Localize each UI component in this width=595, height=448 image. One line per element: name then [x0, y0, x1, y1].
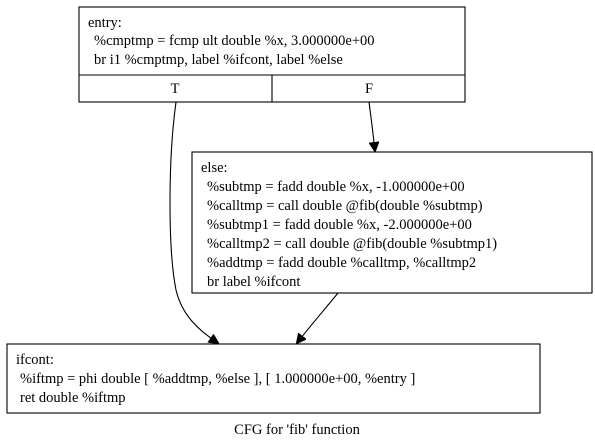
- else-node: else: %subtmp = fadd double %x, -1.00000…: [191, 151, 593, 294]
- entry-node-line-1: %cmptmp = fcmp ult double %x, 3.000000e+…: [94, 33, 375, 49]
- entry-port-false-label: F: [365, 81, 373, 97]
- entry-node-line-2: br i1 %cmptmp, label %ifcont, label %els…: [94, 52, 343, 68]
- edge-else-to-ifcont: [297, 292, 339, 343]
- entry-node-label: entry:: [88, 15, 122, 31]
- entry-port-true-label: T: [171, 81, 180, 97]
- else-node-line-3: %subtmp1 = fadd double %x, -2.000000e+00: [207, 217, 472, 233]
- else-node-box: [191, 151, 593, 294]
- else-node-line-5: %addtmp = fadd double %calltmp, %calltmp…: [207, 255, 476, 271]
- graph-caption: CFG for 'fib' function: [234, 422, 360, 438]
- else-node-label: else:: [201, 160, 228, 176]
- ifcont-node-label: ifcont:: [16, 352, 54, 368]
- entry-node: entry: %cmptmp = fcmp ult double %x, 3.0…: [78, 6, 466, 103]
- else-node-line-6: br label %ifcont: [207, 274, 300, 290]
- else-node-line-4: %calltmp2 = call double @fib(double %sub…: [207, 236, 497, 252]
- ifcont-node-box: [6, 343, 541, 414]
- edge-entry-true-to-ifcont: [169, 101, 218, 343]
- ifcont-node-line-2: ret double %iftmp: [20, 390, 126, 406]
- ifcont-node-line-1: %iftmp = phi double [ %addtmp, %else ], …: [20, 371, 415, 387]
- else-node-line-1: %subtmp = fadd double %x, -1.000000e+00: [207, 179, 465, 195]
- edge-entry-false-to-else: [368, 101, 375, 151]
- ifcont-node: ifcont: %iftmp = phi double [ %addtmp, %…: [6, 343, 541, 414]
- else-node-line-2: %calltmp = call double @fib(double %subt…: [207, 198, 483, 214]
